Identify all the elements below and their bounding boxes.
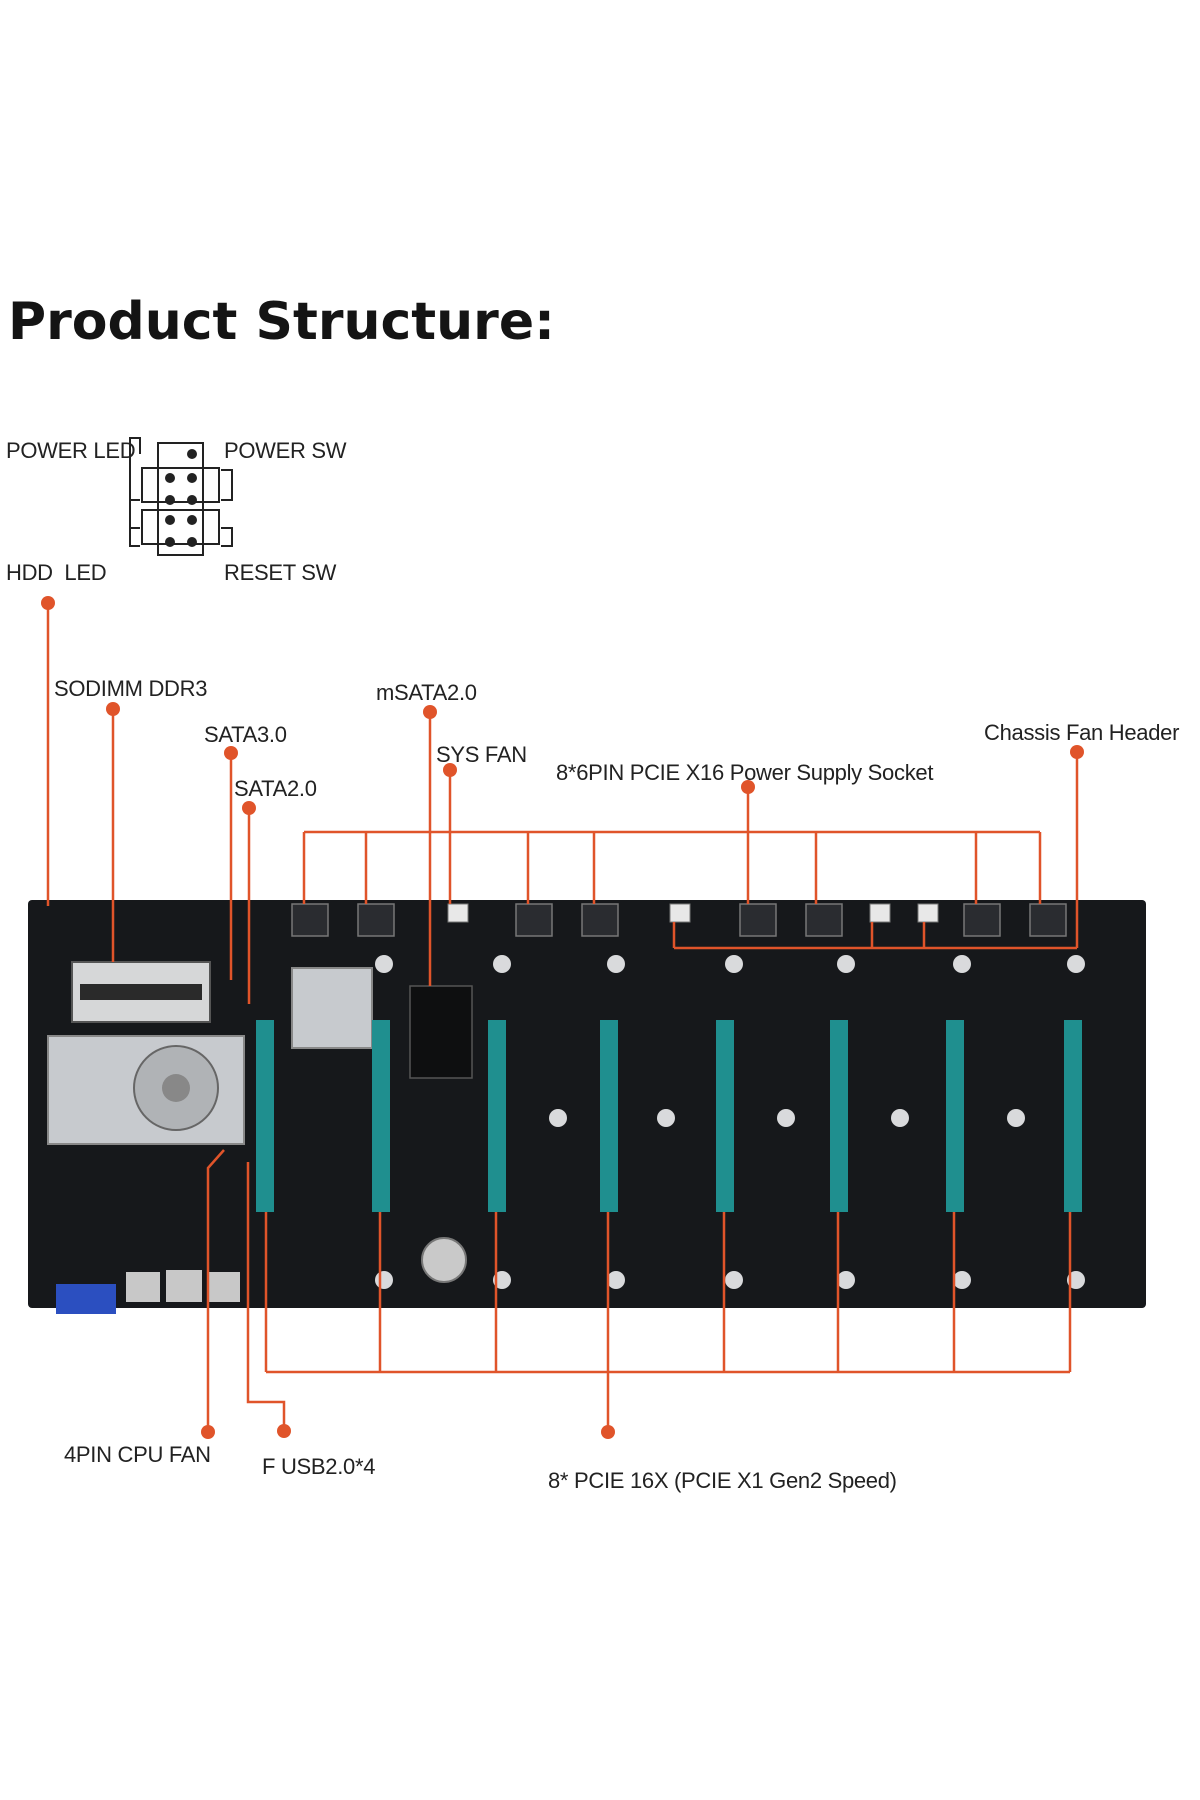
cpu-fan-label: 4PIN CPU FAN <box>64 1442 211 1467</box>
cmos-battery <box>421 1237 467 1283</box>
page-title: Product Structure: <box>8 292 555 352</box>
chipset-heatsink <box>291 967 373 1049</box>
power-supply-socket-label: 8*6PIN PCIE X16 Power Supply Socket <box>556 760 934 785</box>
front-panel-header-icon <box>129 437 233 556</box>
reset-sw-label: RESET SW <box>224 560 337 585</box>
f-usb-label: F USB2.0*4 <box>262 1454 376 1479</box>
usb-ports <box>126 1272 160 1302</box>
callout-lines <box>46 605 1079 1432</box>
power-sockets <box>291 903 1067 937</box>
motherboard <box>28 900 1146 1314</box>
cpu-cooler <box>47 1035 245 1145</box>
sata3-label: SATA3.0 <box>204 722 287 747</box>
sys-fan-label: SYS FAN <box>436 742 527 767</box>
hdd-led-label: HDD LED <box>6 560 107 585</box>
fan-headers <box>447 903 939 923</box>
power-sw-label: POWER SW <box>224 438 347 463</box>
pcie-slots <box>256 1020 1082 1212</box>
power-led-label: POWER LED <box>6 438 136 463</box>
msata-slot <box>409 985 473 1079</box>
callout-dots <box>41 596 1084 1439</box>
msata-label: mSATA2.0 <box>376 680 477 705</box>
sata2-label: SATA2.0 <box>234 776 317 801</box>
vga-port <box>56 1284 116 1314</box>
sodimm-ddr3-label: SODIMM DDR3 <box>54 676 208 701</box>
pcie-slots-label: 8* PCIE 16X (PCIE X1 Gen2 Speed) <box>548 1468 897 1493</box>
chassis-fan-header-label: Chassis Fan Header <box>984 720 1180 745</box>
front-panel-pins <box>165 449 197 547</box>
